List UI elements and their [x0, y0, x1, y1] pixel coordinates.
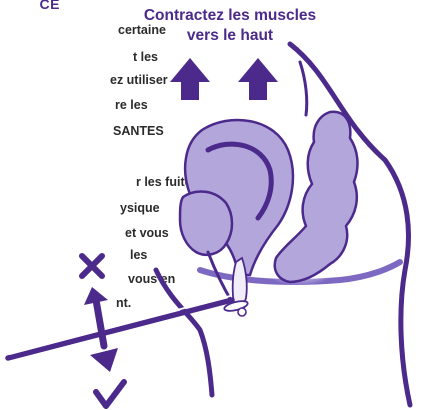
x-mark-icon [82, 256, 102, 276]
body-outline-top [300, 62, 307, 115]
body-outline-front [156, 270, 212, 395]
probe-device [8, 296, 249, 358]
arrow-up-icon [170, 58, 210, 100]
check-mark-icon [96, 382, 124, 406]
arrow-up-icon [238, 58, 278, 100]
bladder [180, 191, 232, 254]
vaginal-canal [233, 258, 247, 306]
